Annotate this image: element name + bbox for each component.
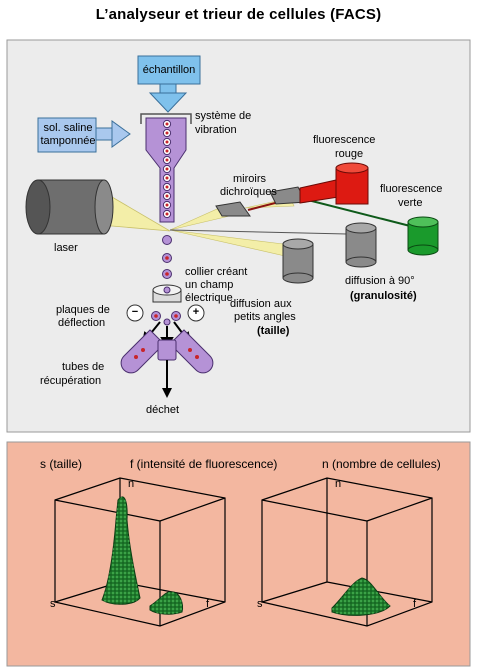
cell-nucleus-icon bbox=[165, 131, 169, 135]
header-f: f (intensité de fluorescence) bbox=[130, 457, 278, 471]
label-dechet: déchet bbox=[146, 404, 180, 416]
label-fluo-verte-2: verte bbox=[398, 197, 423, 209]
label-diff90-1: diffusion à 90° bbox=[345, 275, 415, 287]
cell-nucleus-icon bbox=[165, 176, 169, 180]
label-echantillon: échantillon bbox=[142, 64, 196, 76]
plus-sign: + bbox=[192, 306, 200, 318]
page-title: L’analyseur et trieur de cellules (FACS) bbox=[95, 6, 382, 23]
green-detector-icon bbox=[407, 216, 439, 256]
label-diffpa-1: diffusion aux bbox=[230, 298, 292, 310]
charging-collar-icon bbox=[152, 284, 182, 303]
cell-nucleus-icon bbox=[165, 149, 169, 153]
plot-left-axis-s: s bbox=[50, 598, 56, 610]
cell-nucleus-icon bbox=[165, 212, 169, 216]
label-diffpa-2: petits angles bbox=[234, 311, 296, 323]
sample-arrow-icon bbox=[137, 55, 201, 113]
plot-left-axis-n: n bbox=[128, 478, 135, 490]
histogram-blob-peak bbox=[101, 496, 141, 605]
label-fluo-rouge-2: rouge bbox=[335, 148, 364, 160]
label-plaques-1: plaques de bbox=[56, 304, 110, 316]
bottom-panel-bg bbox=[6, 441, 471, 667]
droplets-icon bbox=[162, 235, 172, 279]
plot-left-axis-f: f bbox=[206, 598, 210, 610]
header-n: n (nombre de cellules) bbox=[322, 457, 441, 471]
waste-arrow-icon bbox=[162, 388, 172, 398]
minus-sign: − bbox=[131, 306, 139, 318]
cell-nucleus-icon bbox=[165, 185, 169, 189]
forward-scatter-detector-icon bbox=[282, 238, 314, 284]
label-systeme-1: système de bbox=[195, 110, 252, 122]
label-miroirs-1: miroirs bbox=[233, 173, 266, 185]
side-scatter-detector-icon bbox=[345, 222, 377, 268]
label-miroirs-2: dichroïques bbox=[220, 186, 277, 198]
label-collier-3: électrique bbox=[185, 292, 233, 304]
label-diff90-2: (granulosité) bbox=[350, 290, 417, 302]
label-fluo-verte-1: fluorescence bbox=[380, 183, 443, 195]
green-beam bbox=[299, 197, 419, 229]
label-taille: taille bbox=[260, 325, 286, 337]
label-tubes-1: tubes de bbox=[62, 361, 105, 373]
label-plaques-2: déflection bbox=[58, 317, 106, 329]
dichroic-mirror-icon bbox=[215, 186, 307, 217]
label-diffpa-3: (taille) bbox=[257, 325, 290, 337]
deflection-plates-icon bbox=[126, 304, 205, 322]
laser-icon bbox=[25, 179, 171, 235]
plot-right-axis-s: s bbox=[257, 598, 263, 610]
cell-nucleus-icon bbox=[165, 194, 169, 198]
cell-nucleus-icon bbox=[165, 122, 169, 126]
plot-right-box bbox=[261, 477, 433, 627]
cell-nucleus-icon bbox=[165, 167, 169, 171]
plot-right-axis-f: f bbox=[413, 598, 417, 610]
saline-arrow-icon bbox=[37, 117, 131, 153]
deflected-droplets bbox=[151, 311, 181, 326]
label-saline-2: tamponnée bbox=[40, 135, 96, 147]
label-granulosite: granulosité bbox=[353, 290, 413, 302]
tube-cells bbox=[134, 348, 199, 359]
header-s: s (taille) bbox=[40, 457, 83, 471]
label-systeme-2: vibration bbox=[195, 124, 237, 136]
label-saline-1: sol. saline bbox=[43, 122, 93, 134]
red-detector-icon bbox=[299, 162, 369, 205]
top-panel-bg bbox=[6, 39, 471, 433]
histogram-blob-wide bbox=[331, 577, 391, 616]
cell-nucleus-icon bbox=[165, 158, 169, 162]
cell-nucleus-icon bbox=[165, 203, 169, 207]
label-collier-2: un champ bbox=[185, 279, 234, 291]
histogram-blob-small bbox=[149, 591, 183, 615]
label-tubes-2: récupération bbox=[40, 375, 102, 387]
cell-stream bbox=[162, 119, 172, 219]
label-collier-1: collier créant bbox=[185, 266, 248, 278]
plot-right-axis-n: n bbox=[335, 478, 342, 490]
cell-nucleus-icon bbox=[165, 140, 169, 144]
collection-tubes-icon bbox=[120, 329, 214, 374]
label-laser: laser bbox=[54, 242, 78, 254]
label-fluo-rouge-1: fluorescence bbox=[313, 134, 376, 146]
